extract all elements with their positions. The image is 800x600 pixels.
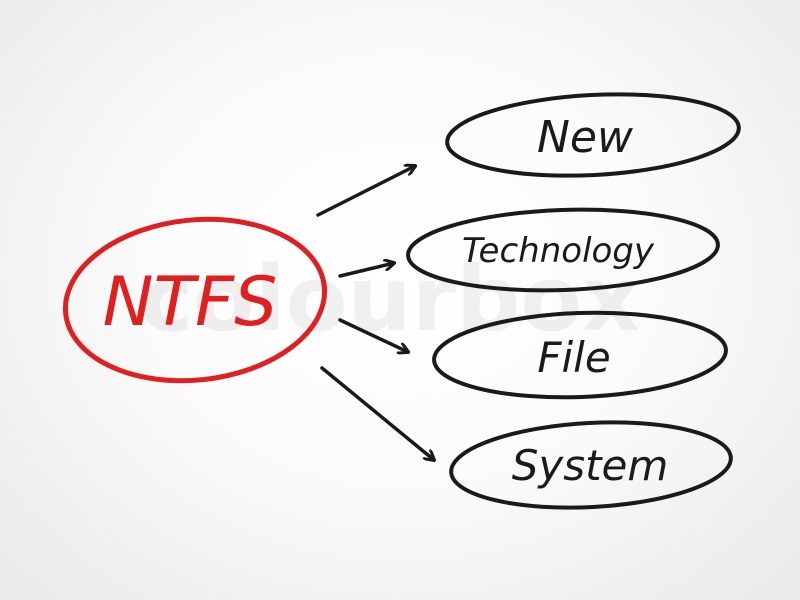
node-new: New (445, 92, 741, 178)
arrow-to-file (338, 318, 408, 352)
acronym-node: NTFS (62, 216, 328, 384)
node-label: System (512, 441, 669, 490)
node-file: File (432, 310, 728, 400)
node-label: Technology (462, 231, 655, 271)
node-ellipse (432, 310, 728, 400)
node-ellipse (406, 207, 720, 293)
acronym-ellipse (62, 216, 328, 384)
node-technology: Technology (406, 207, 720, 293)
node-label: New (537, 112, 634, 163)
acronym-text: NTFS (103, 263, 278, 342)
arrow-to-technology (338, 263, 394, 278)
arrow-to-new (316, 166, 415, 217)
node-ellipse (449, 420, 733, 510)
node-label: File (537, 333, 610, 382)
node-ellipse (445, 92, 741, 178)
arrow-to-system (320, 366, 434, 460)
node-system: System (449, 420, 733, 510)
